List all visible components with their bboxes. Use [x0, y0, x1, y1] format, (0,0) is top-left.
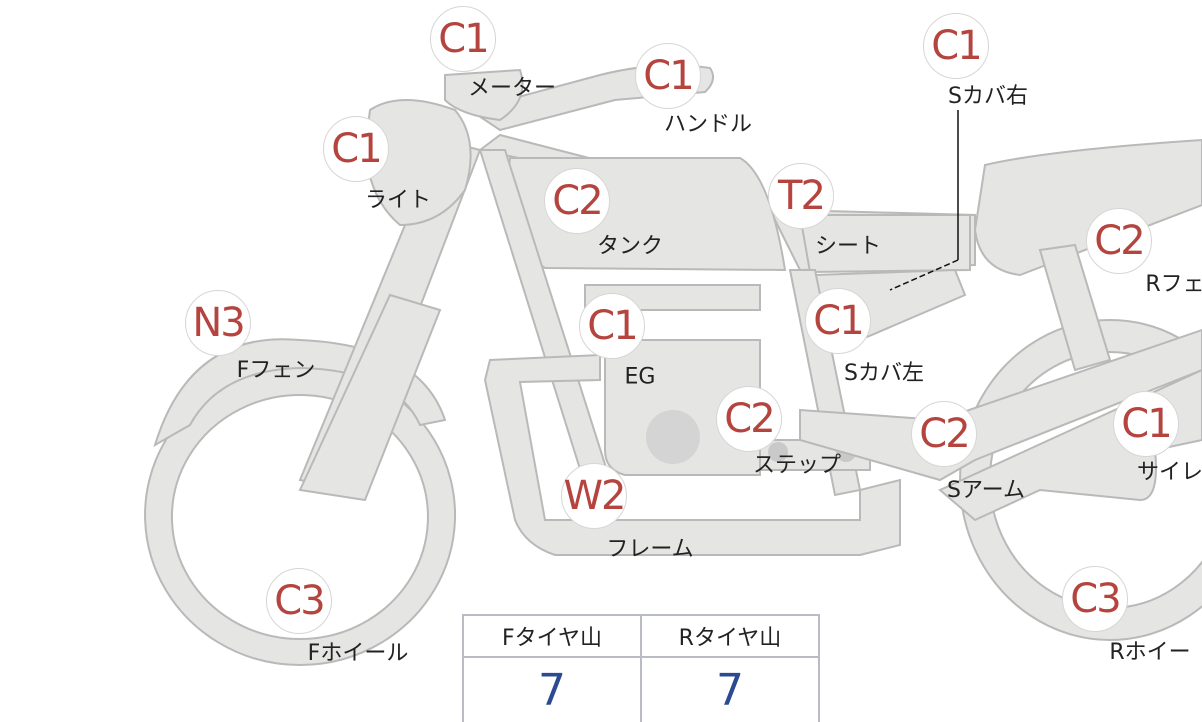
grade-badge-step: C2 — [716, 386, 782, 452]
label-step: ステップ — [752, 453, 842, 478]
grade-badge-swing-arm: C2 — [911, 401, 977, 467]
engine-cover — [646, 410, 700, 464]
grade-badge-side-cover-right: C1 — [923, 13, 989, 79]
label-side-cover-right: Sカバ右 — [948, 84, 1028, 109]
label-seat: シート — [814, 234, 882, 259]
label-light: ライト — [364, 188, 432, 213]
label-side-cover-left: Sカバ左 — [844, 361, 924, 386]
label-tank: タンク — [596, 234, 664, 259]
meter — [444, 68, 524, 122]
label-silencer: サイレ — [1136, 460, 1202, 485]
rear-shock — [1038, 243, 1112, 372]
label-front-wheel: Fホイール — [307, 641, 409, 666]
grade-badge-light: C1 — [323, 116, 389, 182]
grade-badge-front-wheel: C3 — [266, 568, 332, 634]
label-swing-arm: Sアーム — [947, 478, 1025, 503]
grade-badge-meter: C1 — [430, 6, 496, 72]
grade-badge-rear-wheel: C3 — [1062, 566, 1128, 632]
grade-badge-rear-fender: C2 — [1086, 208, 1152, 274]
label-front-fender: Fフェン — [236, 358, 316, 383]
grade-badge-frame: W2 — [561, 463, 627, 529]
rear-cowl — [973, 138, 1202, 277]
headlight — [363, 99, 472, 227]
value-front-tire: 7 — [462, 656, 642, 722]
footpeg-left — [768, 442, 788, 462]
grade-badge-engine: C1 — [579, 293, 645, 359]
label-handle: ハンドル — [663, 112, 753, 137]
label-meter: メーター — [467, 76, 557, 101]
label-rear-fender: Rフェ — [1145, 272, 1202, 297]
fork-tube — [298, 293, 442, 502]
grade-badge-side-cover-left: C1 — [805, 288, 871, 354]
seat — [798, 214, 971, 274]
grade-badge-front-fender: N3 — [185, 290, 251, 356]
label-frame: フレーム — [606, 537, 694, 562]
label-engine: EG — [624, 364, 656, 390]
grade-badge-handle: C1 — [635, 43, 701, 109]
grade-badge-seat: T2 — [768, 163, 834, 229]
value-rear-tire: 7 — [640, 656, 820, 722]
header-rear-tire: Rタイヤ山 — [640, 614, 820, 658]
grade-badge-silencer: C1 — [1113, 391, 1179, 457]
label-rear-wheel: Rホイー — [1109, 640, 1191, 665]
tire-tread-table: Fタイヤ山 Rタイヤ山 7 7 — [462, 614, 820, 722]
lower-frame — [483, 353, 901, 556]
swing-arm — [799, 328, 1202, 482]
grade-badge-tank: C2 — [544, 168, 610, 234]
header-front-tire: Fタイヤ山 — [462, 614, 642, 658]
leader-line-dashed — [889, 259, 959, 291]
